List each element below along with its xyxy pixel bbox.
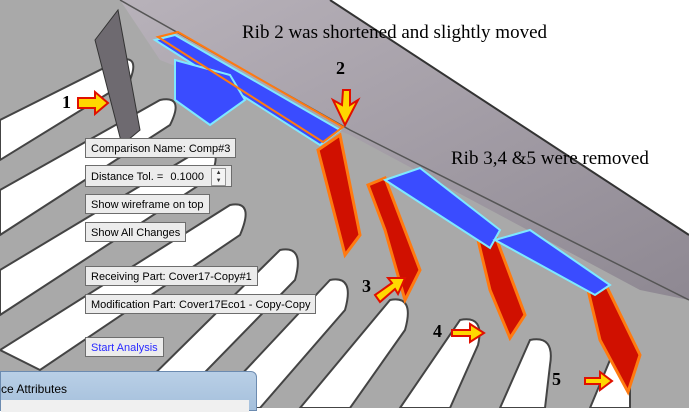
label-2: 2 <box>336 58 345 78</box>
modification-part-label: Modification Part: Cover17Eco1 - Copy-Co… <box>85 294 317 314</box>
dialog-body <box>1 400 249 412</box>
rib-2-modified[interactable] <box>152 30 345 147</box>
label-4: 4 <box>433 321 442 341</box>
label-1: 1 <box>62 92 71 112</box>
distance-tol-value[interactable]: 0.1000 <box>170 171 204 183</box>
comparison-name-label: Comparison Name: Comp#3 <box>85 138 237 158</box>
spin-down-icon[interactable]: ▼ <box>215 178 222 185</box>
rib2-annotation: Rib 2 was shortened and slightly moved <box>242 22 548 43</box>
start-analysis-button[interactable]: Start Analysis <box>85 337 164 357</box>
attributes-dialog[interactable]: ce Attributes <box>0 371 257 412</box>
removed-ribs[interactable] <box>316 132 642 396</box>
spin-up-icon[interactable]: ▲ <box>215 170 222 177</box>
distance-tol-label: Distance Tol. = <box>91 171 164 183</box>
receiving-part-label: Receiving Part: Cover17-Copy#1 <box>85 266 258 286</box>
blue-connectors <box>382 166 612 297</box>
distance-tol-spinner[interactable]: ▲ ▼ <box>211 168 227 187</box>
rib345-annotation: Rib 3,4 &5 were removed <box>451 148 649 169</box>
rib-1[interactable] <box>94 8 141 146</box>
dialog-title: ce Attributes <box>1 382 68 396</box>
show-wireframe-button[interactable]: Show wireframe on top <box>85 194 210 214</box>
callout-arrows <box>77 89 614 392</box>
label-5: 5 <box>552 369 561 389</box>
label-3: 3 <box>362 276 371 296</box>
distance-tol-field[interactable]: Distance Tol. = 0.1000 ▲ ▼ <box>85 165 233 187</box>
show-all-changes-button[interactable]: Show All Changes <box>85 222 187 242</box>
